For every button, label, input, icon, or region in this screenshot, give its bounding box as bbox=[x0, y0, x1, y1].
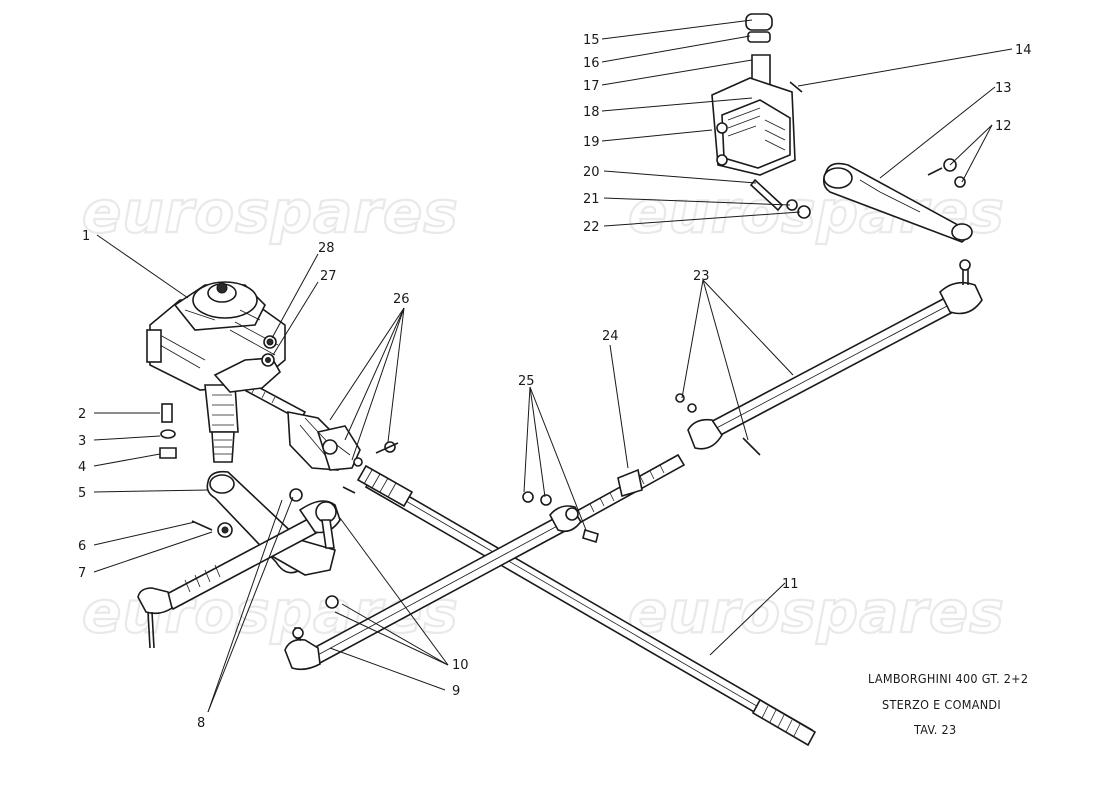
left-tie-rod bbox=[137, 500, 341, 649]
callout-17: 17 bbox=[583, 79, 600, 94]
callout-15: 15 bbox=[583, 33, 600, 48]
idler-arm bbox=[822, 158, 973, 243]
callout-19: 19 bbox=[583, 135, 600, 150]
callout-28: 28 bbox=[318, 241, 335, 256]
callout-16: 16 bbox=[583, 56, 600, 71]
steering-box bbox=[146, 281, 307, 463]
center-adjuster bbox=[522, 453, 686, 544]
callout-24: 24 bbox=[602, 329, 619, 344]
callout-20: 20 bbox=[583, 165, 600, 180]
callout-26: 26 bbox=[393, 292, 410, 307]
steering-column-shaft bbox=[356, 464, 817, 747]
leader-lines bbox=[93, 19, 1013, 713]
callout-18: 18 bbox=[583, 105, 600, 120]
callout-21: 21 bbox=[583, 192, 600, 207]
universal-joint bbox=[287, 411, 399, 494]
callout-9: 9 bbox=[452, 684, 460, 699]
watermark: eurospares bbox=[628, 178, 1005, 246]
title-block: LAMBORGHINI 400 GT. 2+2 STERZO E COMANDI… bbox=[868, 671, 1028, 737]
section-title: STERZO E COMANDI bbox=[882, 697, 1001, 712]
bolt-and-nuts bbox=[159, 403, 177, 459]
callout-5: 5 bbox=[78, 486, 86, 501]
callout-23: 23 bbox=[693, 269, 710, 284]
callout-10: 10 bbox=[452, 658, 469, 673]
callout-14: 14 bbox=[1015, 43, 1032, 58]
watermark: eurospares bbox=[628, 578, 1005, 646]
callout-1: 1 bbox=[82, 229, 90, 244]
table-number: TAV. 23 bbox=[913, 722, 956, 737]
callout-3: 3 bbox=[78, 434, 86, 449]
callout-13: 13 bbox=[995, 81, 1012, 96]
callout-2: 2 bbox=[78, 407, 86, 422]
callout-12: 12 bbox=[995, 119, 1012, 134]
callout-22: 22 bbox=[583, 220, 600, 235]
callout-25: 25 bbox=[518, 374, 535, 389]
callout-4: 4 bbox=[78, 460, 86, 475]
callout-6: 6 bbox=[78, 539, 86, 554]
callout-11: 11 bbox=[782, 577, 799, 592]
watermark: eurospares bbox=[82, 178, 459, 246]
callout-labels: 1 2 3 4 5 6 7 8 9 10 11 12 13 14 15 16 1… bbox=[78, 33, 1032, 731]
callout-7: 7 bbox=[78, 566, 86, 581]
track-rod bbox=[675, 259, 983, 456]
idler-bracket bbox=[711, 13, 811, 219]
callout-8: 8 bbox=[197, 716, 205, 731]
model-title: LAMBORGHINI 400 GT. 2+2 bbox=[868, 671, 1028, 686]
callout-27: 27 bbox=[320, 269, 337, 284]
